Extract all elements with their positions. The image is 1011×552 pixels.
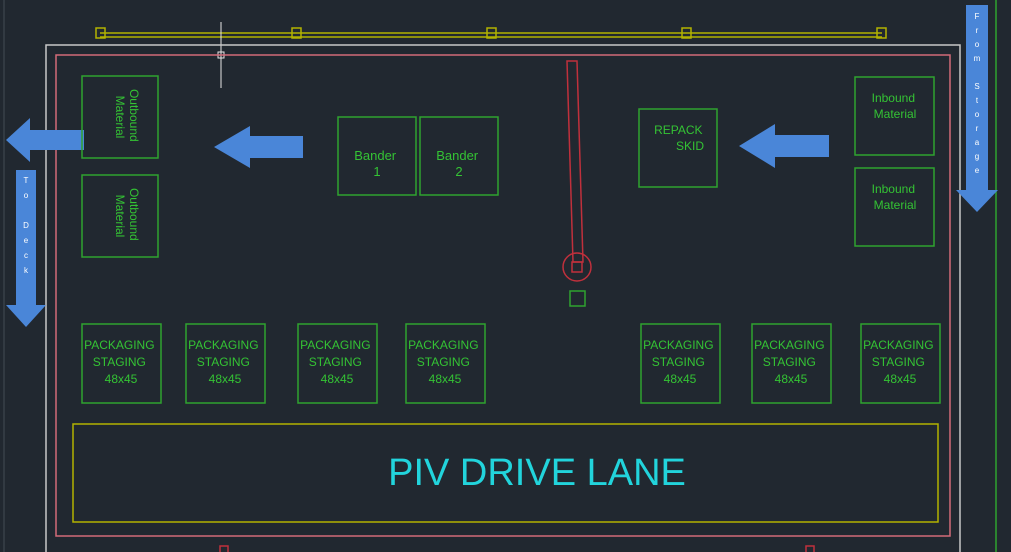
- packaging-staging-box[interactable]: PACKAGING STAGING 48x45: [751, 323, 832, 404]
- bander-1-box[interactable]: Bander 1: [337, 116, 417, 196]
- packaging-staging-box[interactable]: PACKAGING STAGING 48x45: [405, 323, 486, 404]
- inbound-material-label: Inbound Material: [872, 182, 919, 212]
- packaging-staging-label: PACKAGING STAGING 48x45: [863, 338, 937, 386]
- rail-post: [876, 27, 887, 39]
- bander-2-box[interactable]: Bander 2: [419, 116, 499, 196]
- inbound-material-box[interactable]: Inbound Material: [854, 76, 935, 156]
- bander-1-label: Bander 1: [354, 148, 400, 179]
- bander-flow-arrow: [214, 126, 303, 168]
- outbound-material-label: Outbound Material: [113, 188, 141, 244]
- repack-skid-label: REPACK SKID: [654, 123, 706, 153]
- piv-drive-lane-label: PIV DRIVE LANE: [388, 452, 686, 494]
- outbound-material-box[interactable]: Outbound Material: [81, 174, 159, 258]
- outbound-material-box[interactable]: Outbound Material: [81, 75, 159, 159]
- inner-wall: [55, 54, 951, 537]
- outbound-material-label: Outbound Material: [113, 89, 141, 145]
- bottom-marker-right: [805, 545, 815, 552]
- repack-skid-box[interactable]: REPACK SKID: [638, 108, 718, 188]
- from-storage-label: From Storage: [973, 12, 982, 180]
- bander-2-label: Bander 2: [436, 148, 482, 179]
- packaging-staging-label: PACKAGING STAGING 48x45: [188, 338, 262, 386]
- packaging-staging-box[interactable]: PACKAGING STAGING 48x45: [297, 323, 378, 404]
- rail-post: [95, 27, 106, 39]
- packaging-staging-label: PACKAGING STAGING 48x45: [754, 338, 828, 386]
- rail-post: [681, 27, 692, 39]
- packaging-staging-box[interactable]: PACKAGING STAGING 48x45: [640, 323, 721, 404]
- outbound-flow-arrow: [6, 118, 84, 162]
- piv-drive-lane[interactable]: PIV DRIVE LANE: [72, 423, 939, 523]
- packaging-staging-label: PACKAGING STAGING 48x45: [643, 338, 717, 386]
- overhead-crane: [562, 60, 592, 307]
- crane-base: [569, 290, 586, 307]
- packaging-staging-label: PACKAGING STAGING 48x45: [300, 338, 374, 386]
- packaging-staging-label: PACKAGING STAGING 48x45: [408, 338, 482, 386]
- inbound-flow-arrow: [739, 124, 829, 168]
- to-deck-arrow: To Deck: [6, 170, 46, 327]
- inbound-material-label: Inbound Material: [872, 91, 919, 121]
- packaging-staging-box[interactable]: PACKAGING STAGING 48x45: [81, 323, 162, 404]
- inbound-material-box[interactable]: Inbound Material: [854, 167, 935, 247]
- outer-wall: [45, 44, 961, 552]
- packaging-staging-label: PACKAGING STAGING 48x45: [84, 338, 158, 386]
- rail-post: [291, 27, 302, 39]
- packaging-staging-box[interactable]: PACKAGING STAGING 48x45: [860, 323, 941, 404]
- from-storage-arrow: From Storage: [956, 5, 998, 212]
- bottom-marker-left: [219, 545, 229, 552]
- to-deck-label: To Deck: [22, 176, 31, 281]
- packaging-staging-box[interactable]: PACKAGING STAGING 48x45: [185, 323, 266, 404]
- rail-post: [486, 27, 497, 39]
- top-rail: [95, 27, 887, 39]
